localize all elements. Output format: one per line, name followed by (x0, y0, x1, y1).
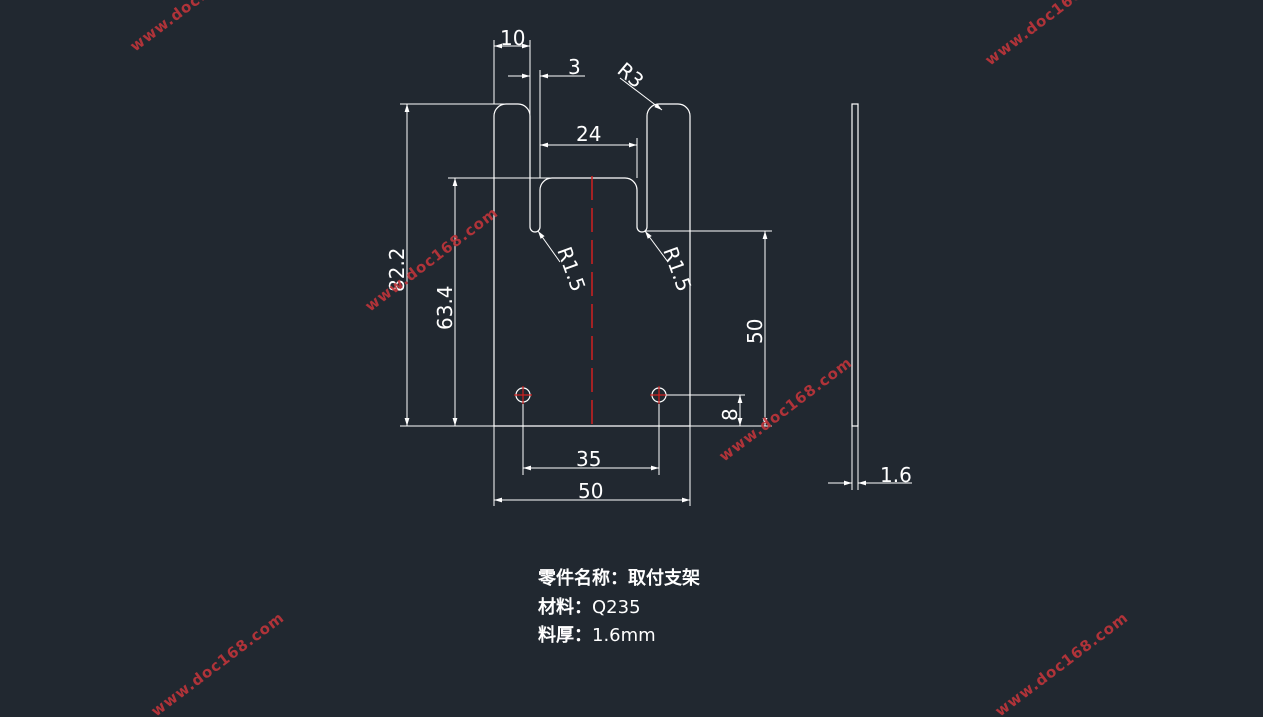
watermark-text: www.doc168.com (148, 608, 288, 717)
material-value: Q235 (592, 597, 641, 618)
dimension-lines (400, 40, 912, 506)
thickness-label: 料厚： (538, 625, 592, 646)
watermark-text: www.doc168.com (992, 608, 1132, 717)
dim-slot-radius-left: R1.5 (552, 244, 590, 295)
dim-total-height: 82.2 (385, 247, 409, 292)
thickness-line: 料厚：1.6mm (538, 621, 656, 647)
dim-slot-width: 3 (568, 55, 581, 79)
hole-left (514, 386, 532, 404)
dim-slot-to-hole: 50 (743, 319, 767, 344)
side-view (851, 103, 859, 427)
material-line: 材料：Q235 (538, 593, 641, 619)
thickness-value: 1.6mm (592, 625, 656, 646)
dim-top-width: 10 (500, 26, 525, 50)
dim-corner-radius: R3 (613, 57, 649, 92)
part-name-label: 零件名称： (538, 568, 628, 589)
material-label: 材料： (538, 597, 592, 618)
watermark-text: www.doc168.com (982, 0, 1122, 69)
dim-inner-height: 63.4 (433, 285, 457, 330)
watermark-text: www.doc168.com (127, 0, 267, 55)
dim-slot-radius-right: R1.5 (658, 244, 696, 295)
hole-right (650, 386, 668, 404)
dim-total-width: 50 (578, 479, 603, 503)
dim-hole-spacing: 35 (576, 447, 601, 471)
part-name-line: 零件名称：取付支架 (538, 564, 700, 590)
dim-hole-offset: 8 (718, 408, 742, 421)
watermark-text: www.doc168.com (362, 203, 502, 315)
dim-thickness: 1.6 (880, 463, 912, 487)
part-name-value: 取付支架 (628, 568, 700, 589)
dim-inner-gap: 24 (576, 122, 601, 146)
